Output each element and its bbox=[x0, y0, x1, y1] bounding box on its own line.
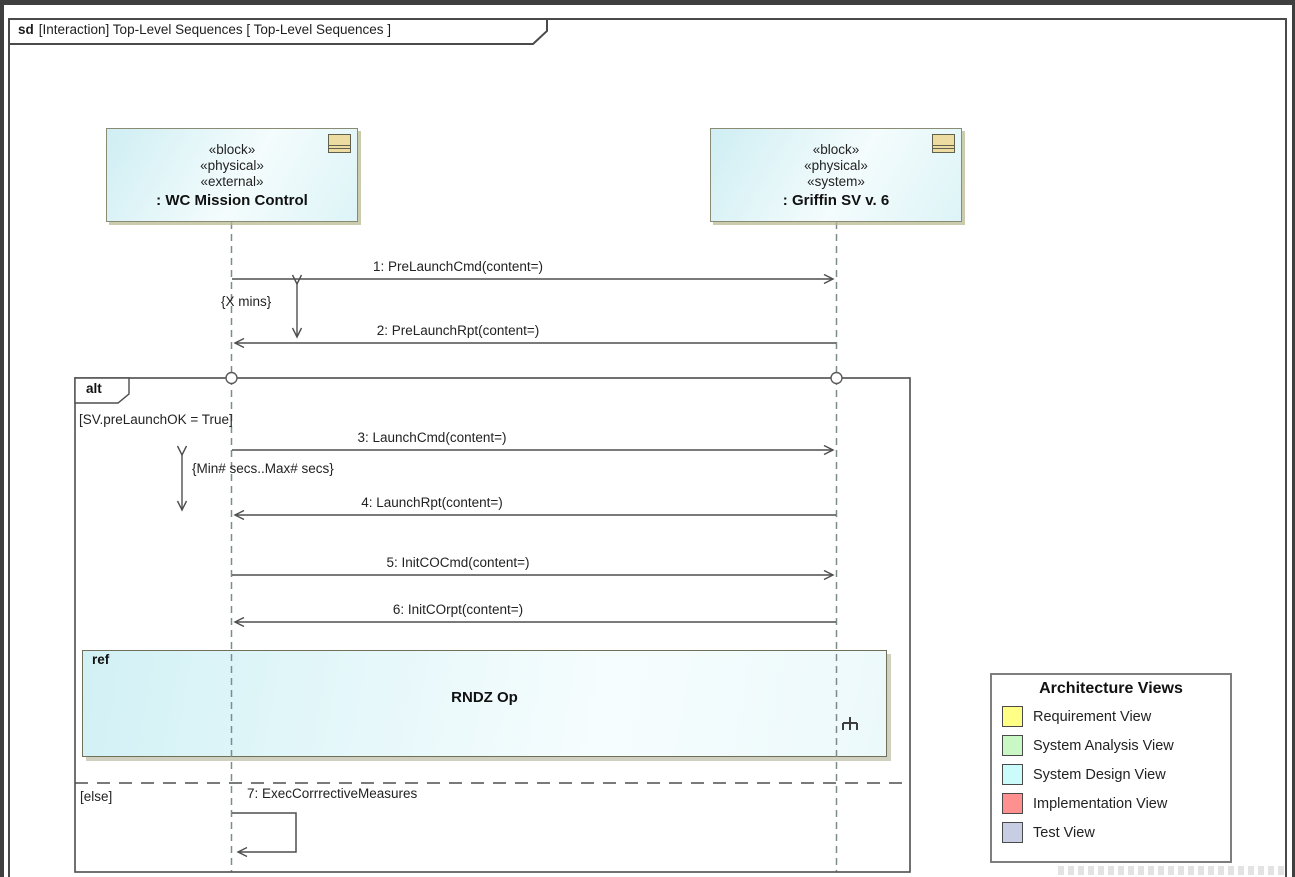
legend-item-test-view: Test View bbox=[992, 818, 1230, 847]
message-1-label[interactable]: 1: PreLaunchCmd(content=) bbox=[373, 259, 543, 274]
architecture-views-legend[interactable]: Architecture Views Requirement View Syst… bbox=[990, 673, 1232, 863]
color-swatch bbox=[1002, 793, 1023, 814]
message-7-label[interactable]: 7: ExecCorrrectiveMeasures bbox=[247, 786, 418, 801]
stereotype: «external» bbox=[200, 173, 264, 189]
color-swatch bbox=[1002, 822, 1023, 843]
legend-item-label: System Design View bbox=[1033, 766, 1166, 783]
message-2-label[interactable]: 2: PreLaunchRpt(content=) bbox=[376, 323, 540, 338]
window-edge-right bbox=[1292, 0, 1295, 877]
stereotype: «block» bbox=[208, 141, 256, 157]
ref-fragment[interactable]: RNDZ Op bbox=[82, 650, 887, 757]
color-swatch bbox=[1002, 764, 1023, 785]
legend-item-label: Implementation View bbox=[1033, 795, 1168, 812]
diagram-title: sd [Interaction] Top-Level Sequences [ To… bbox=[18, 22, 391, 37]
stereotype: «system» bbox=[807, 173, 865, 189]
alt-guard-true: [SV.preLaunchOK = True] bbox=[79, 412, 233, 427]
frame-keyword: sd bbox=[18, 22, 34, 37]
lifeline-name: : Griffin SV v. 6 bbox=[782, 191, 890, 209]
legend-item-implementation-view: Implementation View bbox=[992, 789, 1230, 818]
legend-item-label: Requirement View bbox=[1033, 708, 1152, 725]
message-6-label[interactable]: 6: InitCOrpt(content=) bbox=[392, 602, 524, 617]
interaction-use-rake-icon bbox=[842, 717, 858, 730]
ref-fragment-name: RNDZ Op bbox=[451, 689, 518, 706]
alt-operator-label: alt bbox=[86, 381, 102, 396]
color-swatch bbox=[1002, 735, 1023, 756]
legend-item-system-analysis-view: System Analysis View bbox=[992, 731, 1230, 760]
message-4-label[interactable]: 4: LaunchRpt(content=) bbox=[361, 495, 503, 510]
legend-item-system-design-view: System Design View bbox=[992, 760, 1230, 789]
cutoff-watermark bbox=[1058, 866, 1286, 875]
diagram-frame bbox=[8, 18, 1287, 877]
alt-guard-else: [else] bbox=[80, 789, 113, 804]
legend-item-label: Test View bbox=[1033, 824, 1095, 841]
color-swatch bbox=[1002, 706, 1023, 727]
message-5-label[interactable]: 5: InitCOCmd(content=) bbox=[386, 555, 530, 570]
message-3-label[interactable]: 3: LaunchCmd(content=) bbox=[357, 430, 507, 445]
window-edge-top bbox=[0, 0, 1295, 5]
lifeline-name: : WC Mission Control bbox=[156, 191, 308, 209]
legend-title: Architecture Views bbox=[1039, 680, 1183, 697]
lifeline-head-griffin-sv[interactable]: «block» «physical» «system» : Griffin SV… bbox=[710, 128, 962, 222]
stereotype: «physical» bbox=[200, 157, 264, 173]
duration-constraint-1-label: {X mins} bbox=[221, 294, 272, 309]
block-icon bbox=[328, 134, 351, 153]
lifeline-head-wc-mission-control[interactable]: «block» «physical» «external» : WC Missi… bbox=[106, 128, 358, 222]
ref-operator-label: ref bbox=[92, 652, 110, 667]
stereotype: «physical» bbox=[804, 157, 868, 173]
window-edge-left bbox=[0, 0, 4, 877]
stereotype: «block» bbox=[812, 141, 860, 157]
frame-title-text: [Interaction] Top-Level Sequences [ Top-… bbox=[38, 22, 391, 37]
block-icon bbox=[932, 134, 955, 153]
legend-item-requirement-view: Requirement View bbox=[992, 702, 1230, 731]
duration-constraint-2-label: {Min# secs..Max# secs} bbox=[192, 461, 334, 476]
legend-item-label: System Analysis View bbox=[1033, 737, 1174, 754]
